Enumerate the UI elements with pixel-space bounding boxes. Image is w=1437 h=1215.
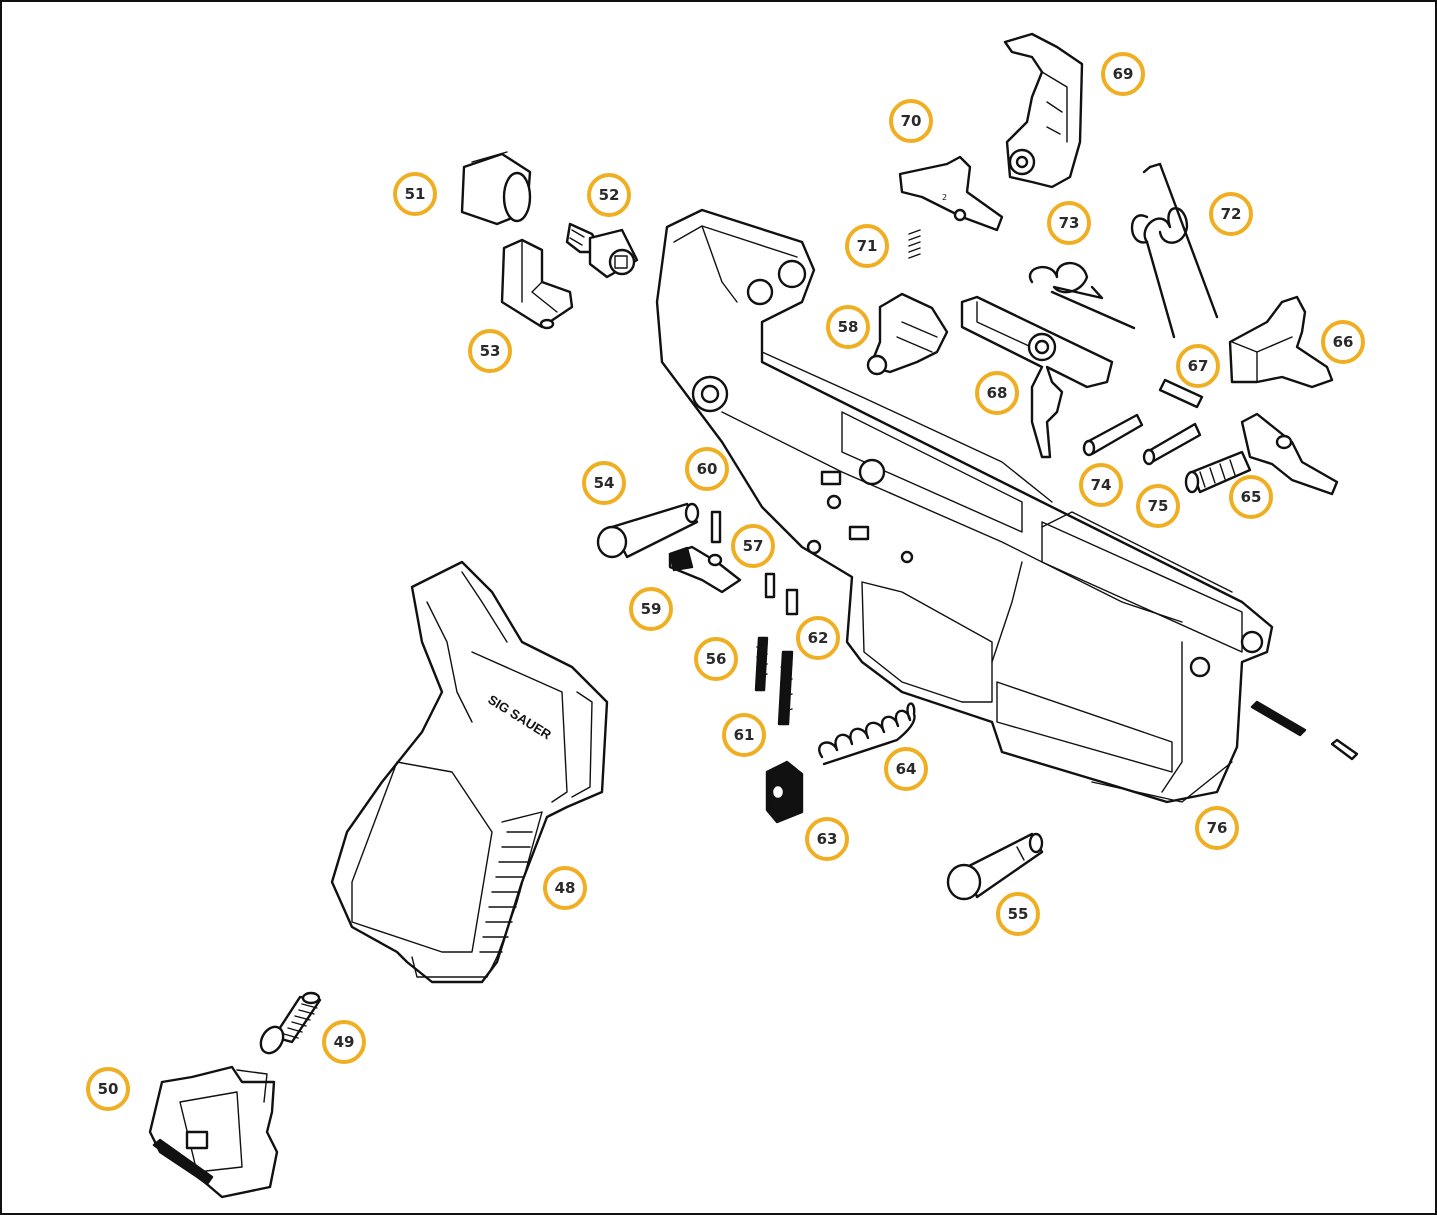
svg-text:60: 60 — [697, 460, 718, 478]
svg-text:48: 48 — [555, 879, 576, 897]
svg-text:72: 72 — [1221, 205, 1242, 223]
disconnector-spring — [908, 229, 921, 259]
small-pins — [710, 510, 799, 616]
magazine-catch-button — [765, 760, 804, 824]
callout-72: 72 — [1209, 192, 1253, 236]
lower-receiver — [655, 208, 1274, 804]
grip-cap — [148, 1065, 279, 1199]
svg-text:71: 71 — [857, 237, 878, 255]
callout-56: 56 — [694, 637, 738, 681]
callout-67: 67 — [1176, 344, 1220, 388]
disconnector: 2 — [898, 155, 1004, 232]
svg-text:63: 63 — [817, 830, 838, 848]
springs-56-61 — [754, 636, 794, 726]
block — [500, 238, 574, 330]
grip-screw — [259, 991, 322, 1055]
callout-57: 57 — [731, 524, 775, 568]
magazine-release — [1228, 295, 1334, 389]
bumper — [460, 151, 532, 226]
callout-74: 74 — [1079, 463, 1123, 507]
callout-63: 63 — [805, 817, 849, 861]
callout-69: 69 — [1101, 52, 1145, 96]
callout-76: 76 — [1195, 806, 1239, 850]
callout-58: 58 — [826, 305, 870, 349]
svg-text:57: 57 — [743, 537, 764, 555]
svg-text:59: 59 — [641, 600, 662, 618]
svg-text:53: 53 — [480, 342, 501, 360]
hammer — [1003, 32, 1084, 189]
screw — [565, 222, 639, 279]
svg-text:50: 50 — [98, 1080, 119, 1098]
callout-60: 60 — [685, 447, 729, 491]
svg-text:76: 76 — [1207, 819, 1228, 837]
callout-61: 61 — [722, 713, 766, 757]
callout-62: 62 — [796, 616, 840, 660]
trigger-spring — [1028, 261, 1136, 330]
svg-text:73: 73 — [1059, 214, 1080, 232]
callout-51: 51 — [393, 172, 437, 216]
callout-54: 54 — [582, 461, 626, 505]
svg-text:75: 75 — [1148, 497, 1169, 515]
detent-spring-pin — [1250, 700, 1359, 761]
svg-text:65: 65 — [1241, 488, 1262, 506]
callout-50: 50 — [86, 1067, 130, 1111]
svg-text:61: 61 — [734, 726, 755, 744]
svg-text:66: 66 — [1333, 333, 1354, 351]
callout-52: 52 — [587, 173, 631, 217]
svg-text:2: 2 — [942, 193, 947, 202]
callout-53: 53 — [468, 329, 512, 373]
svg-text:74: 74 — [1091, 476, 1112, 494]
callout-59: 59 — [629, 587, 673, 631]
callout-64: 64 — [884, 747, 928, 791]
trigger-pins — [1082, 413, 1202, 466]
pivot-pin — [596, 502, 700, 559]
safety-selector — [866, 292, 949, 376]
hammer-spring — [1130, 162, 1219, 339]
callout-70: 70 — [889, 99, 933, 143]
svg-text:67: 67 — [1188, 357, 1209, 375]
svg-text:58: 58 — [838, 318, 859, 336]
svg-text:64: 64 — [896, 760, 917, 778]
svg-text:56: 56 — [706, 650, 727, 668]
buffer-spring — [818, 702, 916, 766]
svg-text:55: 55 — [1008, 905, 1029, 923]
callout-49: 49 — [322, 1020, 366, 1064]
svg-text:68: 68 — [987, 384, 1008, 402]
detent-part — [668, 545, 742, 594]
callout-68: 68 — [975, 371, 1019, 415]
bolt-catch — [1184, 412, 1339, 496]
callout-48: 48 — [543, 866, 587, 910]
svg-text:49: 49 — [334, 1033, 355, 1051]
callout-66: 66 — [1321, 320, 1365, 364]
svg-text:54: 54 — [594, 474, 615, 492]
callout-73: 73 — [1047, 201, 1091, 245]
callout-75: 75 — [1136, 484, 1180, 528]
svg-text:69: 69 — [1113, 65, 1134, 83]
svg-text:62: 62 — [808, 629, 829, 647]
takedown-pin — [946, 832, 1044, 901]
svg-text:51: 51 — [405, 185, 426, 203]
svg-text:70: 70 — [901, 112, 922, 130]
callout-55: 55 — [996, 892, 1040, 936]
callout-65: 65 — [1229, 475, 1273, 519]
pistol-grip: SIG SAUER — [330, 560, 609, 984]
svg-text:52: 52 — [599, 186, 620, 204]
callout-71: 71 — [845, 224, 889, 268]
roll-pin — [1158, 378, 1204, 409]
trigger — [960, 295, 1114, 459]
